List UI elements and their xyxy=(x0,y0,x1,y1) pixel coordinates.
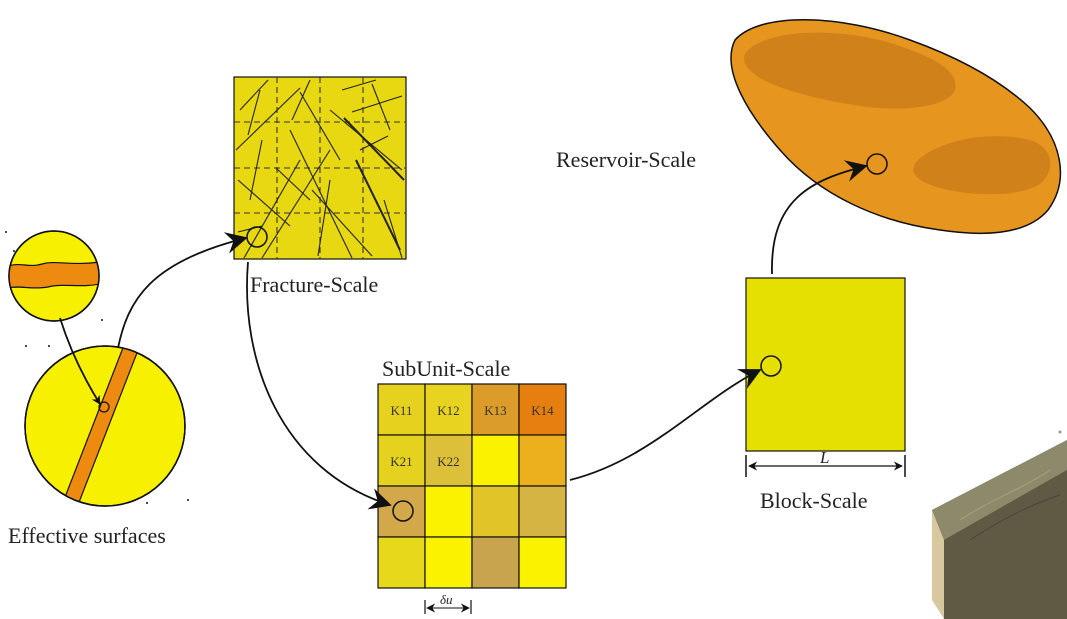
subunit-cell-label: K22 xyxy=(437,454,459,469)
subunit-cell-label: K21 xyxy=(390,454,412,469)
reservoir-dark-zone-1 xyxy=(744,32,956,109)
fracture-scale-label: Fracture-Scale xyxy=(250,272,378,297)
arrow-fracture-to-subunit xyxy=(246,261,392,510)
subunit-cell xyxy=(518,383,567,436)
subunit-cell xyxy=(424,434,473,487)
subunit-cell xyxy=(518,485,567,538)
block-dimension: L xyxy=(745,448,906,477)
reservoir-scale-label: Reservoir-Scale xyxy=(556,147,696,172)
block-square xyxy=(745,277,906,452)
arrow-subunit-to-block xyxy=(569,369,762,481)
subunit-cell xyxy=(424,536,473,589)
subunit-cell xyxy=(377,485,426,538)
block-dimension-label: L xyxy=(819,448,829,467)
surface-zoom-arrow xyxy=(59,317,101,405)
subunit-cell-label: K13 xyxy=(484,403,506,418)
subunit-cell-label: K11 xyxy=(391,403,413,418)
block-scale-group: L Block-Scale xyxy=(745,277,906,513)
fracture-dashed-grid xyxy=(234,77,406,259)
effective-surfaces-group: Effective surfaces xyxy=(5,230,189,548)
block-point-circle xyxy=(760,355,782,377)
surface-circle xyxy=(24,345,186,507)
reservoir-scale-group: Reservoir-Scale xyxy=(556,19,1062,234)
block-scale-label: Block-Scale xyxy=(760,488,868,513)
subunit-cell xyxy=(518,536,567,589)
fracture-lines xyxy=(235,79,405,259)
effective-surfaces-label: Effective surfaces xyxy=(8,523,166,548)
subunit-dimension-label: δu xyxy=(440,592,453,607)
subunit-dimension: δu xyxy=(424,592,472,614)
subunit-cell xyxy=(424,485,473,538)
subunit-cell xyxy=(377,536,426,589)
subunit-point-circle xyxy=(392,500,414,522)
subunit-cell-label: K12 xyxy=(437,403,459,418)
subunit-cell-label: K14 xyxy=(531,403,554,418)
subunit-scale-label: SubUnit-Scale xyxy=(382,356,510,381)
arrow-surfaces-to-fracture xyxy=(117,232,248,349)
subunit-cell xyxy=(518,434,567,487)
fracture-scale-group: Fracture-Scale xyxy=(233,76,407,297)
arrow-block-to-reservoir xyxy=(771,160,868,275)
scatter-dots xyxy=(5,231,189,504)
subunit-cell xyxy=(471,536,520,589)
surface-detail-circle xyxy=(8,230,100,322)
reservoir-dark-zone-2 xyxy=(913,136,1051,195)
terrain-block-fragment xyxy=(932,430,1067,619)
subunit-cell xyxy=(471,434,520,487)
subunit-cell xyxy=(377,434,426,487)
subunit-cell xyxy=(424,383,473,436)
subunit-cell xyxy=(471,485,520,538)
scale-arrows xyxy=(117,160,868,510)
